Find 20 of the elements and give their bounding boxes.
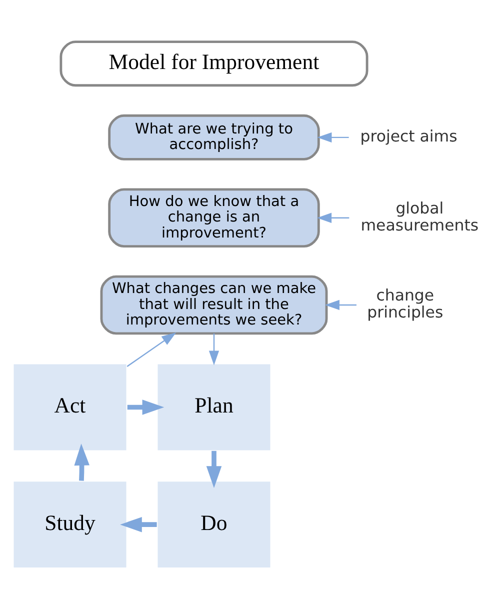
arrow: [127, 399, 164, 414]
node-box: Act: [12, 362, 128, 451]
node-box: Model for Improvement: [60, 40, 368, 86]
node-box: What are we trying to accomplish?: [108, 114, 320, 160]
node-box: What changes can we make that will result in the improvements we seek?: [100, 274, 328, 334]
arrow: [324, 299, 356, 310]
node-box: Do: [156, 480, 272, 568]
arrow: [206, 450, 222, 488]
arrow: [120, 516, 157, 532]
arrow: [317, 132, 349, 142]
arrow: [208, 332, 220, 365]
node-box: Plan: [156, 362, 272, 451]
node-box: How do we know that a change is an improvement?: [108, 188, 320, 248]
node-text: project aims: [360, 126, 458, 146]
node-text: global measurements: [360, 198, 479, 234]
node-box: Study: [12, 480, 128, 568]
arrow: [74, 443, 90, 480]
arrow: [317, 212, 350, 222]
node-text: change principles: [367, 285, 444, 322]
arrow: [126, 332, 176, 366]
